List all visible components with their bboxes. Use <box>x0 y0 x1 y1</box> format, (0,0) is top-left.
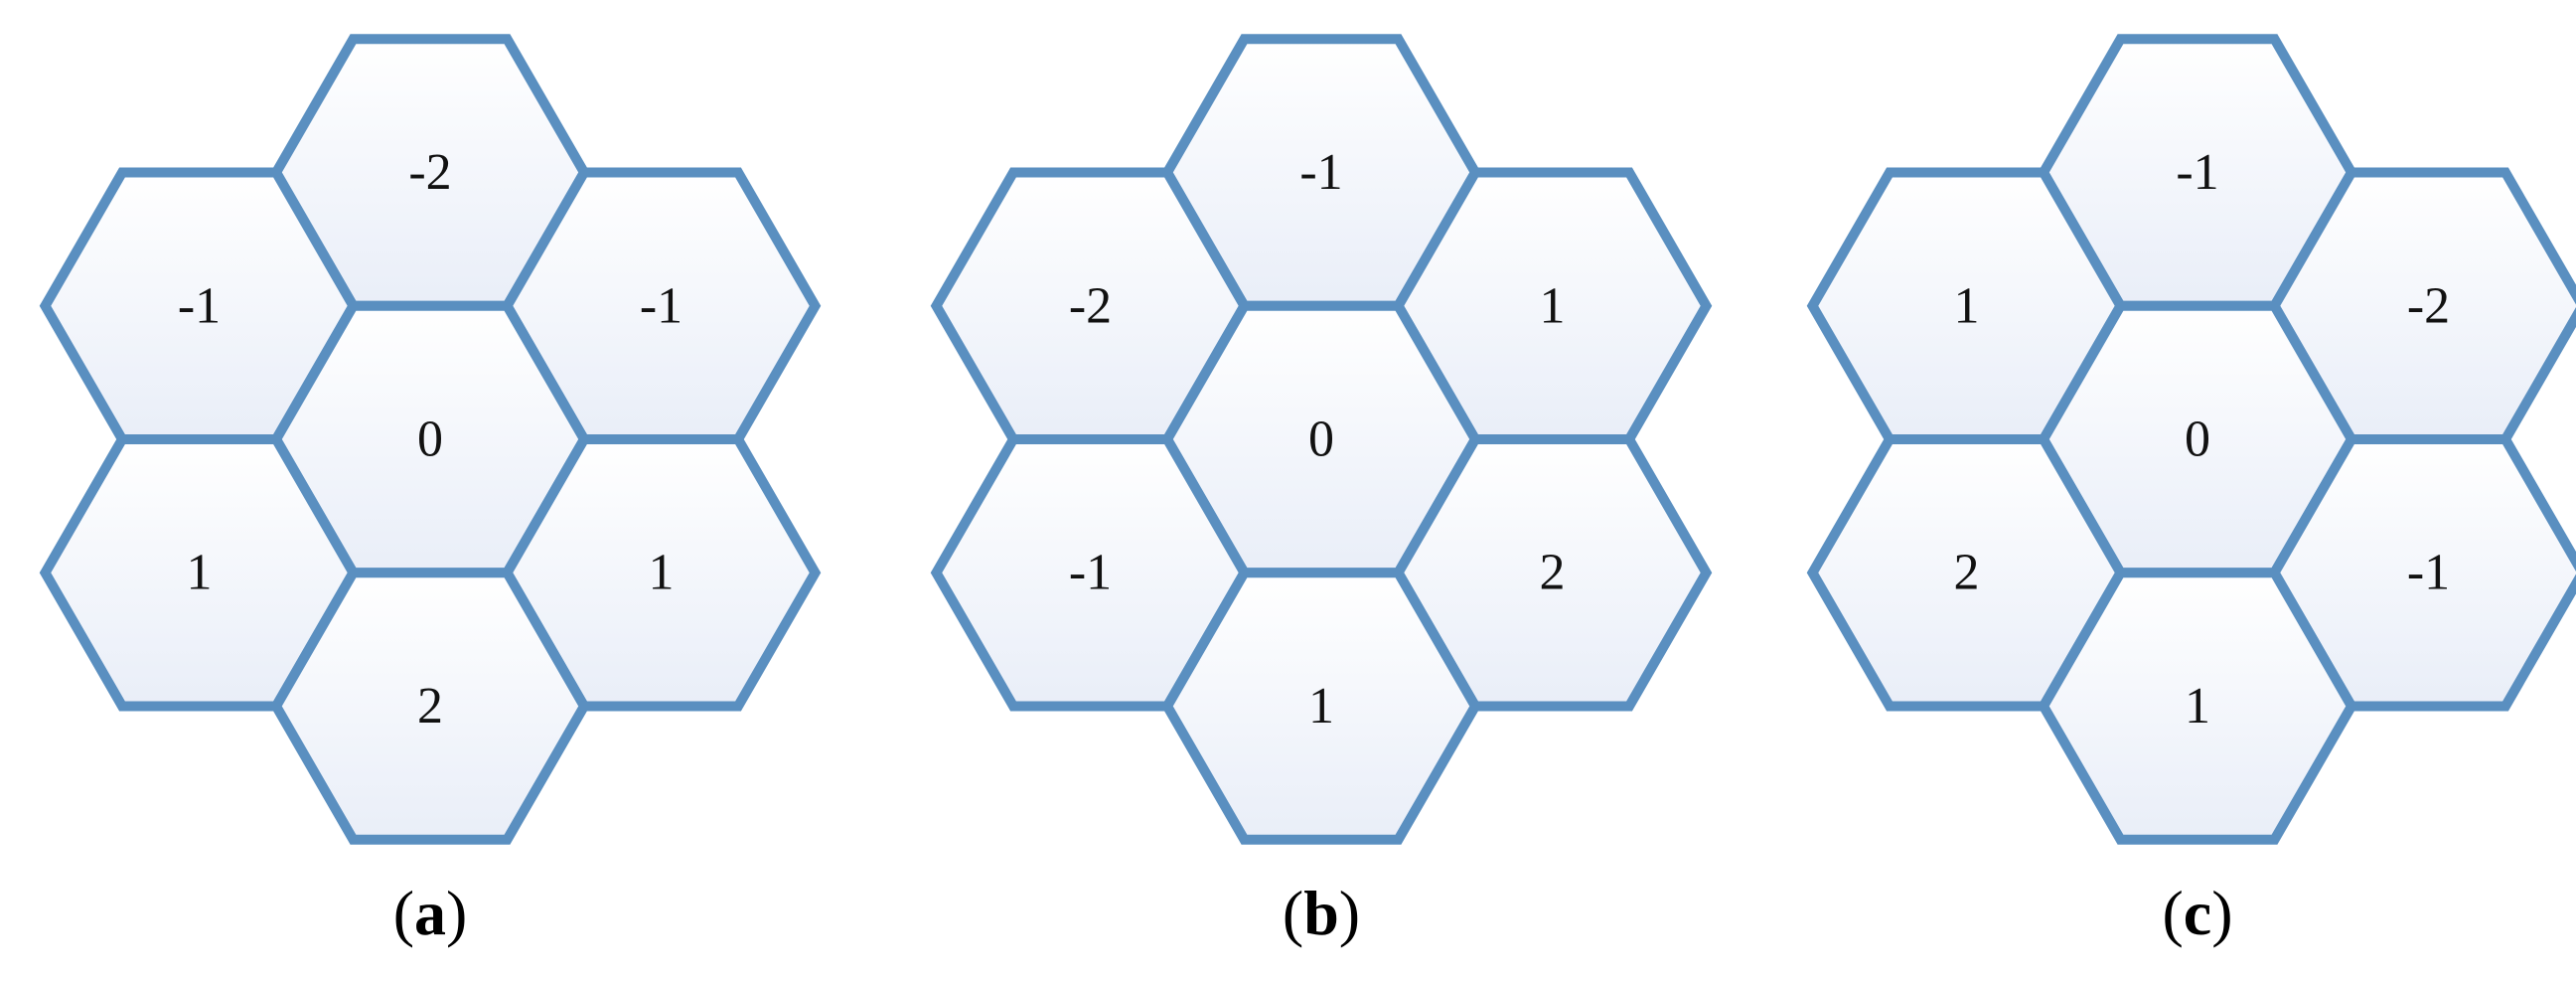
hex-cell-bottom: 1 <box>2038 568 2357 845</box>
hex-cell-lower-right: -1 <box>2268 434 2576 712</box>
caption-close-paren: ) <box>446 878 467 948</box>
hex-cell-bottom: 1 <box>1161 568 1481 845</box>
hex-value-label: -1 <box>640 277 682 334</box>
hex-value-label: -1 <box>2407 545 2450 601</box>
diagram-b: -1 -2 1 0 -1 2 1 (b) <box>930 34 1713 948</box>
hex-value-label: 0 <box>1308 411 1334 468</box>
diagram-c: -1 1 -2 0 2 -1 1 (c) <box>1806 34 2576 948</box>
hex-cell-upper-left: -1 <box>39 167 360 444</box>
hexagon-shape <box>270 568 590 845</box>
hex-value-label: 1 <box>1954 277 1980 334</box>
diagram-caption: (a) <box>393 878 468 948</box>
caption-letter: a <box>414 878 446 948</box>
caption-open-paren: ( <box>1283 878 1303 948</box>
diagram-a: -2 -1 -1 0 1 1 2 (a) <box>39 34 822 948</box>
hex-value-label: -1 <box>1069 545 1112 601</box>
caption-letter: b <box>1303 878 1339 948</box>
hex-value-label: 2 <box>1540 545 1566 601</box>
hex-value-label: 0 <box>417 411 443 468</box>
caption-open-paren: ( <box>393 878 414 948</box>
hex-value-label: 2 <box>417 678 443 735</box>
caption-open-paren: ( <box>2162 878 2183 948</box>
hex-value-label: 1 <box>649 545 675 601</box>
caption-close-paren: ) <box>1339 878 1360 948</box>
caption-letter: c <box>2184 878 2211 948</box>
hex-value-label: -2 <box>2407 277 2450 334</box>
diagram-caption: (b) <box>1283 878 1360 948</box>
hex-value-label: 1 <box>2185 678 2210 735</box>
hex-value-label: -2 <box>1069 277 1112 334</box>
hex-value-label: 1 <box>1308 678 1334 735</box>
hexagon-shape <box>1161 568 1481 845</box>
diagram-caption: (c) <box>2162 878 2232 948</box>
hex-cell-bottom: 2 <box>270 568 590 845</box>
hex-value-label: 1 <box>1540 277 1566 334</box>
hex-value-label: 1 <box>187 545 213 601</box>
hexagon-shape <box>2038 568 2357 845</box>
hex-value-label: -1 <box>1299 144 1342 201</box>
hex-value-label: -2 <box>408 144 451 201</box>
caption-close-paren: ) <box>2211 878 2232 948</box>
hex-value-label: 0 <box>2185 411 2210 468</box>
hex-value-label: -1 <box>178 277 221 334</box>
hex-value-label: 2 <box>1954 545 1980 601</box>
hex-value-label: -1 <box>2176 144 2218 201</box>
